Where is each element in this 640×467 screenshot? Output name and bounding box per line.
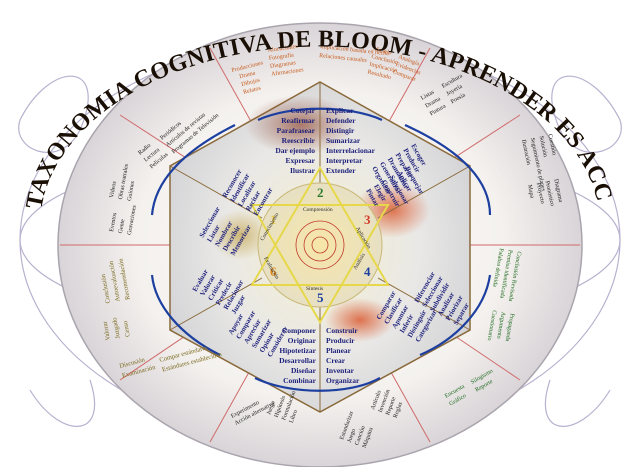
number-3: 3 — [364, 212, 371, 227]
number-2: 2 — [317, 185, 324, 200]
product: Juego — [347, 428, 357, 443]
product: Cuestionario — [486, 310, 497, 341]
product: Guiones — [127, 180, 136, 201]
verb: Combinar — [283, 376, 317, 385]
outer-bottom: Experimento Acción alternativa Juego Hip… — [230, 389, 404, 449]
product: Fotografía — [268, 51, 294, 61]
verb: Componer — [282, 326, 317, 335]
target-rings — [295, 220, 345, 270]
verbs-right-upper: Organizar Generalizar Dramatizar Prepara… — [364, 143, 428, 209]
number-6: 6 — [270, 264, 277, 279]
glow-bottom-right — [325, 298, 395, 342]
product: Juzgado — [111, 317, 122, 339]
verbs-top: Cotejar Reafirmar Parafrasear Reescribir… — [275, 106, 375, 175]
product: Afirmaciones — [271, 66, 305, 78]
blue-lobes — [150, 107, 492, 392]
number-1: 1 — [270, 212, 277, 227]
product: Relaciones causales — [319, 53, 368, 64]
product: Diagrama — [552, 179, 563, 204]
verb: Dar ejemplo — [275, 146, 315, 155]
verb: Organizar — [326, 376, 360, 385]
product: Ilustración — [520, 139, 531, 165]
product: Argumento — [495, 311, 506, 339]
product: Diagramas — [270, 60, 297, 70]
product: Gravaciones — [127, 204, 138, 235]
verb: Inventar — [326, 366, 355, 375]
verb: Parafrasear — [277, 126, 316, 135]
glow-top — [245, 95, 355, 155]
product: Censo — [122, 320, 132, 337]
product: Propaganda — [504, 313, 515, 342]
verb: Interrelacionar — [326, 146, 376, 155]
product: Mapa — [526, 184, 535, 199]
number-4: 4 — [364, 264, 371, 279]
product: Solución — [538, 135, 548, 157]
product: Juego — [266, 400, 276, 415]
product: Cuestión — [546, 134, 556, 156]
verb: Reafirmar — [281, 116, 315, 125]
product: Proyecto — [535, 182, 545, 204]
verb: Sumarizar — [326, 136, 361, 145]
star — [250, 166, 390, 324]
product: Drama — [239, 70, 257, 80]
product: Modelo — [373, 46, 393, 56]
verb: Defender — [326, 116, 356, 125]
verb: Cotejar — [290, 106, 315, 115]
number-5: 5 — [317, 290, 324, 305]
verb: Diseñar — [291, 366, 317, 375]
verb: Originar — [288, 336, 317, 345]
verb: Planear — [326, 346, 352, 355]
verb: Distingir — [326, 126, 355, 135]
verb: Reescribir — [282, 136, 316, 145]
product: Alocuciones — [267, 44, 298, 54]
product: Libro — [289, 409, 299, 424]
product: Valorar — [102, 320, 112, 341]
label-comprension: Comprensión — [303, 207, 333, 213]
verb: Hipotetizar — [279, 346, 316, 355]
product: Videos — [109, 180, 118, 198]
verb: Explicar — [326, 106, 354, 115]
product: Gente — [118, 218, 126, 233]
product: Pronóstico — [544, 180, 555, 206]
product: Dibujos — [241, 77, 262, 88]
verb: Extender — [326, 166, 356, 175]
product: Resultado — [367, 69, 392, 81]
center-numbers: 1 2 3 4 5 6 — [270, 185, 371, 305]
verb: Crear — [326, 356, 346, 365]
center-disc — [257, 182, 383, 308]
label-sintesis: Síntesis — [306, 286, 323, 292]
verb: Desarrollar — [279, 356, 317, 365]
verb: Ilustrar — [290, 166, 316, 175]
verb: Expresar — [286, 156, 316, 165]
product: Eventos — [109, 212, 118, 233]
verb: Interpretar — [326, 156, 363, 165]
verb: Producir — [326, 336, 355, 345]
hex-spokes — [169, 82, 471, 412]
glow-left — [210, 210, 270, 260]
verb: Construir — [326, 326, 358, 335]
verbs-bottom: Componer Originar Hipotetizar Desarrolla… — [279, 326, 360, 385]
product: Relatos — [243, 85, 263, 95]
product: Reglas — [393, 401, 404, 419]
